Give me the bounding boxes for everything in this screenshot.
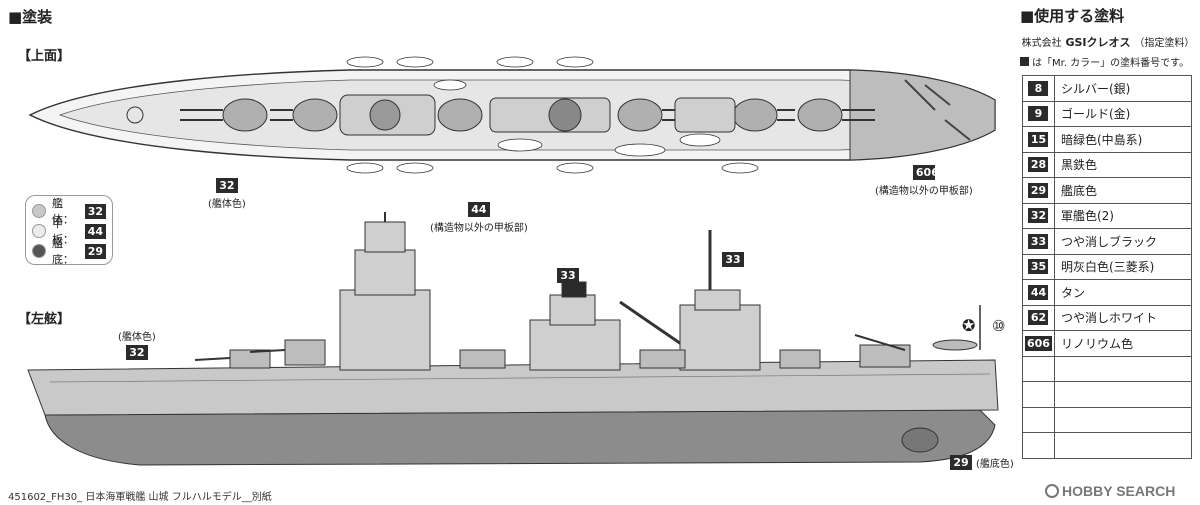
paint-code-cell: 62 — [1022, 304, 1055, 331]
ship-top-view — [28, 56, 996, 174]
paint-row-empty — [1022, 432, 1193, 459]
paint-list-panel: ■使用する塗料 株式会社 GSIクレオス （指定塗料） は「Mr. カラー」の塗… — [1020, 4, 1196, 482]
legend-swatch — [32, 204, 46, 218]
top-linoleum-callout: 606 (構造物以外の甲板部) — [875, 165, 973, 197]
legend-row: 甲板： 44 — [32, 217, 106, 246]
star-decal-icon: ✪ — [962, 316, 976, 335]
paint-maker: 株式会社 GSIクレオス （指定塗料） — [1021, 36, 1195, 49]
paint-code-note: は「Mr. カラー」の塗料番号です。 — [1020, 54, 1196, 69]
paint-name-cell: ゴールド(金) — [1053, 100, 1193, 127]
paint-code-cell: 15 — [1022, 126, 1055, 153]
top-deck-callout: 44 (構造物以外の甲板部) — [430, 202, 528, 234]
paint-row-empty — [1022, 406, 1193, 433]
legend-row: 艦底： 29 — [32, 237, 106, 266]
paint-name-cell: シルバー(銀) — [1053, 75, 1193, 102]
legend-row: 艦体： 32 — [32, 197, 106, 226]
side-view-label: 【左舷】 — [18, 312, 71, 327]
paint-name-cell: 明灰白色(三菱系) — [1053, 253, 1193, 280]
paint-list-title: ■使用する塗料 — [1020, 7, 1125, 25]
paint-name-cell: 軍艦色(2) — [1053, 202, 1193, 229]
paint-code-cell: 35 — [1022, 253, 1055, 280]
paint-name-cell: タン — [1053, 279, 1193, 306]
code-box-icon — [1020, 57, 1029, 66]
top-view-label: 【上面】 — [18, 49, 71, 64]
ship-side-view — [27, 212, 999, 466]
paint-code-cell: 32 — [1022, 202, 1055, 229]
paint-code-cell: 44 — [1022, 279, 1055, 306]
paint-name-cell: 暗緑色(中島系) — [1053, 126, 1193, 153]
legend-swatch — [32, 224, 46, 238]
side-bottom-callout: 29 (艦底色) — [950, 455, 1014, 470]
watermark: HOBBY SEARCH — [1045, 483, 1175, 499]
paint-code-cell: 8 — [1022, 75, 1055, 102]
side-mast-callout: 33 — [722, 252, 744, 269]
paint-code-cell: 33 — [1022, 228, 1055, 255]
legend-swatch — [32, 244, 46, 258]
paint-row-empty — [1022, 381, 1193, 408]
paint-name-cell: つや消しホワイト — [1053, 304, 1193, 331]
legend-code: 29 — [84, 243, 106, 259]
painting-title: ■塗装 — [8, 8, 53, 26]
painting-guide: ■塗装 【上面】 — [8, 8, 1014, 470]
side-funnel-callout: 33 — [557, 268, 579, 285]
side-hull-callout: (艦体色) 32 — [118, 332, 156, 360]
legend-code: 32 — [84, 203, 106, 219]
paint-code-cell: 29 — [1022, 177, 1055, 204]
paint-name-cell: つや消しブラック — [1053, 228, 1193, 255]
legend-label: 甲板： — [51, 217, 74, 246]
paint-code-cell: 9 — [1022, 100, 1055, 127]
paint-name-cell: リノリウム色 — [1053, 330, 1193, 357]
legend-code: 44 — [84, 223, 106, 239]
paint-code-cell: 28 — [1022, 151, 1055, 178]
top-hull-callout: 32 (艦体色) — [208, 178, 246, 210]
paint-name-cell: 黒鉄色 — [1053, 151, 1193, 178]
paint-row-empty — [1022, 355, 1193, 382]
footer-code: 451602_FH30_ 日本海軍戦艦 山城 フルハルモデル__別紙 — [8, 492, 272, 503]
watermark-logo-icon — [1045, 484, 1059, 498]
legend-label: 艦体： — [51, 197, 74, 226]
flag-number: ⑩ — [992, 317, 1006, 335]
hull-color-legend: 艦体： 32 甲板： 44 艦底： 29 — [25, 195, 113, 266]
legend-label: 艦底： — [51, 237, 74, 266]
paint-name-cell: 艦底色 — [1053, 177, 1193, 204]
paint-code-cell: 606 — [1022, 330, 1055, 357]
